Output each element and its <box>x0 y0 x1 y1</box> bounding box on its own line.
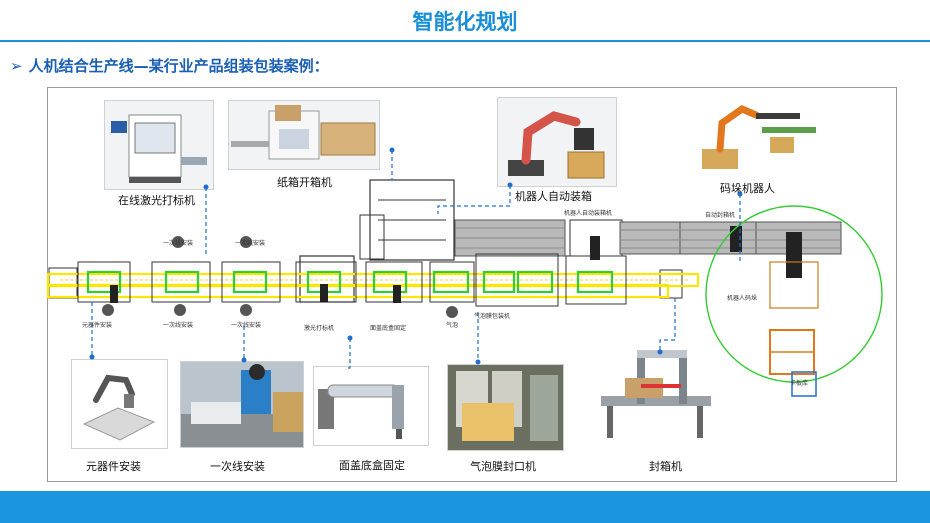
small-label: 元器件安装 <box>82 322 113 329</box>
wire-install-photo <box>180 361 304 448</box>
robot-packing-photo <box>497 97 617 187</box>
small-label: 自动封箱机 <box>705 212 736 219</box>
label-laser-marker: 在线激光打标机 <box>118 194 195 207</box>
small-label: 一次线安装 <box>235 240 266 247</box>
palletizing-robot-photo <box>690 97 820 177</box>
bubble-film-photo <box>447 364 564 451</box>
small-label: 一次线安装 <box>231 322 262 329</box>
page-subtitle: ➢ 人机结合生产线—某行业产品组装包装案例： <box>10 55 329 76</box>
label-robot-packing: 机器人自动装箱 <box>515 190 592 203</box>
label-component-install: 元器件安装 <box>86 460 141 473</box>
carton-sealer-photo <box>597 338 714 444</box>
small-label: 一次线安装 <box>163 240 194 247</box>
small-label: 机器人码垛 <box>727 295 758 302</box>
small-label: 一次线安装 <box>163 322 194 329</box>
small-label: 机器人自动装箱机 <box>564 210 613 217</box>
cover-fix-photo <box>313 366 429 446</box>
subtitle-text: 人机结合生产线—某行业产品组装包装案例： <box>28 57 329 75</box>
small-label: 卡板库 <box>790 380 809 387</box>
small-label: 气泡膜包装机 <box>474 313 511 320</box>
label-palletizing-robot: 码垛机器人 <box>720 182 775 195</box>
page-title: 智能化规划 <box>412 10 518 34</box>
component-install-photo <box>71 359 168 449</box>
small-label: 面盖底盒固定 <box>370 325 407 332</box>
title-divider <box>0 40 930 42</box>
small-label: 气泡 <box>446 322 459 329</box>
label-bubble-film: 气泡膜封口机 <box>470 460 536 473</box>
small-label: 激光打标机 <box>304 325 335 332</box>
label-carton-opener: 纸箱开箱机 <box>277 176 332 189</box>
palletizing-zone <box>705 205 883 383</box>
laser-marker-photo <box>104 100 214 190</box>
label-carton-sealer: 封箱机 <box>649 460 682 473</box>
label-wire-install: 一次线安装 <box>210 460 265 473</box>
arrow-bullet-icon: ➢ <box>10 57 23 75</box>
carton-opener-photo <box>228 100 380 170</box>
label-cover-fix: 面盖底盒固定 <box>339 459 405 472</box>
carton-opener-drawing <box>369 179 455 261</box>
footer-bar <box>0 491 930 523</box>
